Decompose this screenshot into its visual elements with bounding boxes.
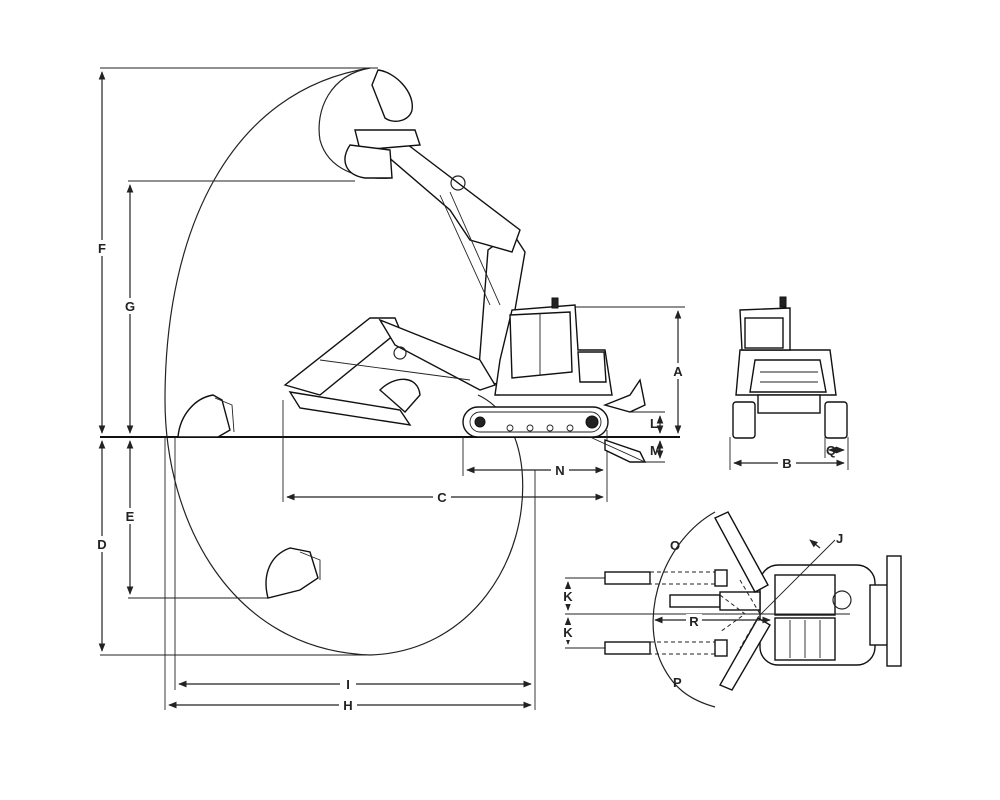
side-track bbox=[462, 406, 609, 438]
label-j: J bbox=[836, 531, 843, 546]
label-g: G bbox=[125, 299, 135, 314]
lowered-arm bbox=[283, 317, 497, 426]
top-boom-center bbox=[669, 591, 761, 611]
label-d: D bbox=[97, 537, 106, 552]
label-o: O bbox=[670, 538, 680, 553]
label-r: R bbox=[689, 614, 699, 629]
label-m: M bbox=[650, 443, 661, 458]
swing-arc bbox=[652, 511, 716, 708]
deep-bucket bbox=[265, 547, 319, 599]
raised-arm bbox=[344, 69, 526, 386]
ground-bucket bbox=[177, 394, 231, 438]
label-b: B bbox=[782, 456, 791, 471]
label-q: Q bbox=[826, 443, 836, 458]
label-a: A bbox=[673, 364, 683, 379]
label-p: P bbox=[673, 675, 682, 690]
label-l: L bbox=[650, 416, 658, 431]
tail-swing-line bbox=[759, 539, 836, 616]
top-view: K K R O P J bbox=[560, 511, 902, 708]
top-boom-swung-left bbox=[714, 511, 769, 593]
label-f: F bbox=[98, 241, 106, 256]
top-boom-offset-top bbox=[604, 569, 728, 587]
side-view: F D G E I H C N A L M bbox=[93, 67, 687, 713]
label-k-top: K bbox=[563, 589, 573, 604]
label-k-bottom: K bbox=[563, 625, 573, 640]
label-e: E bbox=[126, 509, 135, 524]
dozer-blade-raised bbox=[602, 378, 646, 413]
front-view: B Q bbox=[729, 296, 849, 471]
label-i: I bbox=[346, 677, 350, 692]
label-n: N bbox=[555, 463, 564, 478]
side-cab bbox=[494, 297, 613, 396]
label-h: H bbox=[343, 698, 352, 713]
top-boom-offset-bottom bbox=[604, 639, 728, 657]
label-c: C bbox=[437, 490, 447, 505]
top-boom-swung-right bbox=[719, 617, 771, 691]
dozer-blade-lowered bbox=[604, 439, 647, 463]
